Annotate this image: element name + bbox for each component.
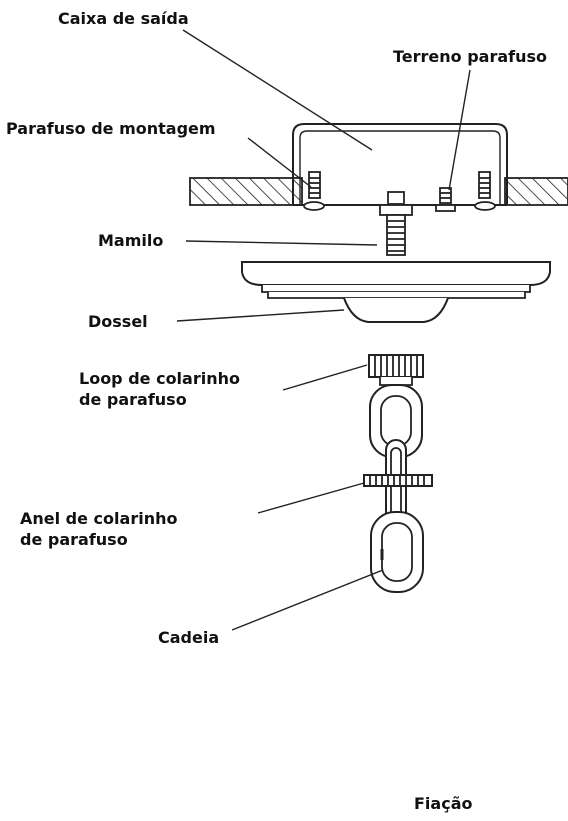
outlet-box-inner [299, 130, 501, 205]
label-nipple: Mamilo [98, 231, 164, 250]
label-screw-collar-ring: Anel de colarinho de parafuso [20, 508, 177, 550]
screw-collar-ring [363, 474, 433, 487]
nipple-nut [379, 191, 413, 216]
leader-nipple [185, 240, 378, 246]
mounting-screw-right [474, 171, 496, 211]
label-canopy: Dossel [88, 312, 148, 331]
ceiling-right [504, 177, 568, 206]
ceiling-left [189, 177, 303, 206]
label-wiring: Fiação [414, 794, 473, 813]
label-screw-collar-ring-line2: de parafuso [20, 530, 128, 549]
leader-ground-screw [448, 69, 471, 191]
leader-collar-ring [257, 482, 365, 514]
screw-collar-loop [368, 354, 424, 458]
leader-collar-loop [282, 364, 368, 391]
nipple [386, 214, 406, 256]
leader-chain [231, 569, 384, 631]
outlet-box [292, 123, 508, 205]
label-chain: Cadeia [158, 628, 220, 647]
canopy [241, 261, 551, 323]
ground-screw [435, 187, 456, 212]
label-screw-collar-loop: Loop de colarinho de parafuso [79, 368, 240, 410]
chain-link-lower [370, 511, 424, 593]
label-outlet-box: Caixa de saída [58, 9, 189, 28]
leader-canopy [176, 309, 345, 322]
label-screw-collar-loop-line1: Loop de colarinho [79, 369, 240, 388]
label-ground-screw: Terreno parafuso [393, 47, 548, 66]
mounting-screw-left [303, 171, 325, 211]
label-mounting-screw: Parafuso de montagem [6, 119, 216, 138]
leader-outlet-box [182, 29, 373, 151]
label-screw-collar-loop-line2: de parafuso [79, 390, 187, 409]
label-screw-collar-ring-line1: Anel de colarinho [20, 509, 178, 528]
leader-mounting-screw [247, 137, 312, 188]
